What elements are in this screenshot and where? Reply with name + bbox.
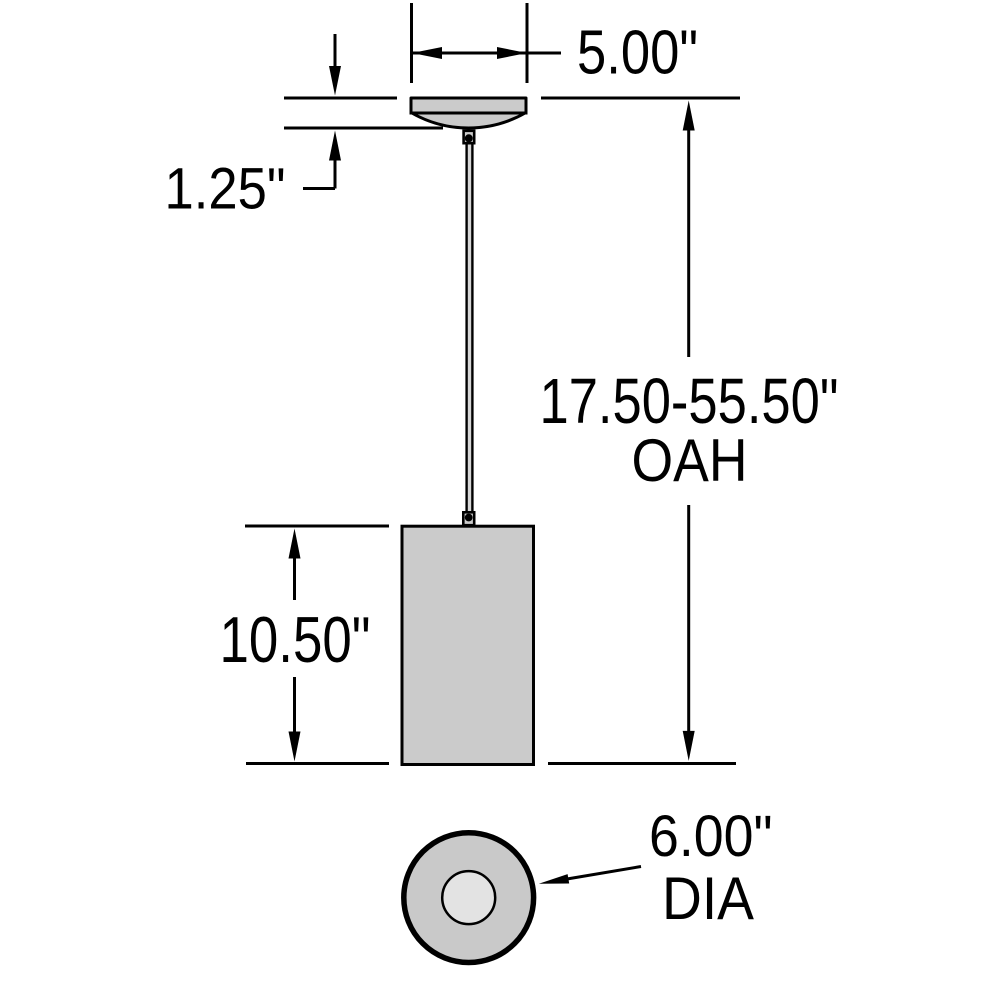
svg-text:17.50-55.50": 17.50-55.50" <box>540 365 839 437</box>
svg-text:1.25": 1.25" <box>165 157 286 222</box>
svg-text:DIA: DIA <box>662 865 754 932</box>
svg-text:5.00": 5.00" <box>577 19 698 88</box>
svg-text:10.50": 10.50" <box>220 603 371 676</box>
svg-text:6.00": 6.00" <box>649 804 773 869</box>
svg-text:OAH: OAH <box>632 427 748 494</box>
